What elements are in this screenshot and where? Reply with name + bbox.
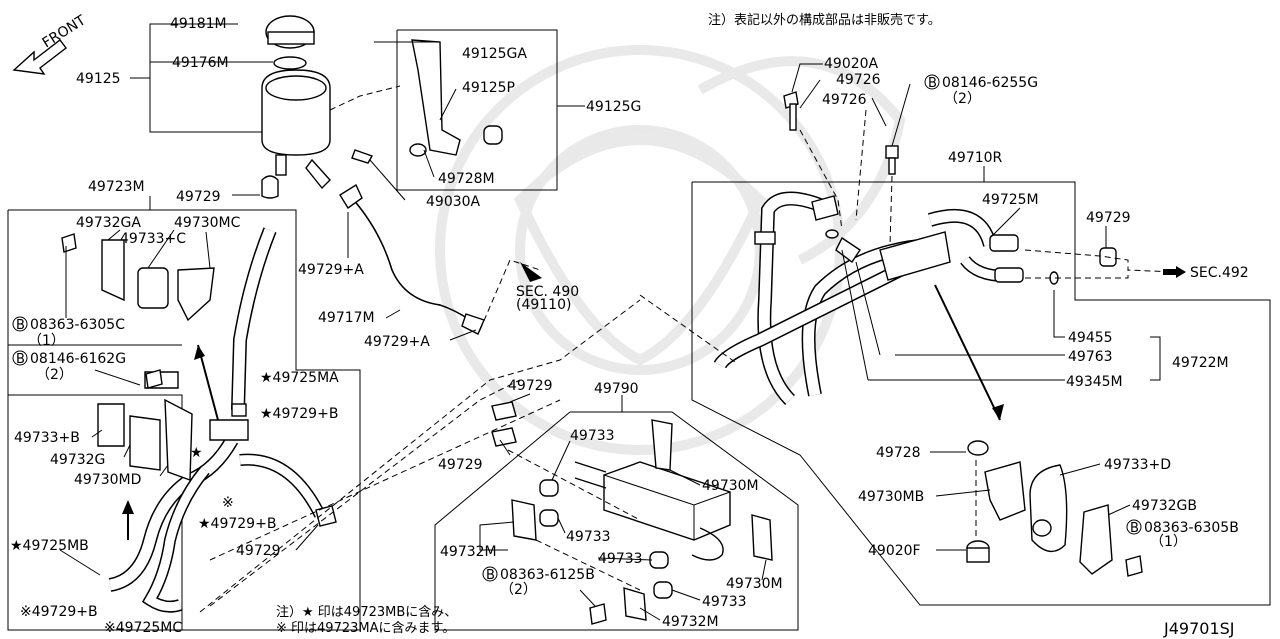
leader-lines [59,23,1186,621]
label-49181M: 49181M [170,16,227,32]
footnote-line-1: 注）★ 印は49723MBに含み、 [276,604,457,620]
label-49732G: 49732G [50,452,105,468]
kome-mark: ※ [222,495,234,511]
label-49729-b: 49729 [236,543,281,559]
right-small-parts [61,91,1143,625]
label-49733-4: 49733 [702,594,747,610]
label-49730M-1: 49730M [702,478,759,494]
label-49729-a: 49729 [176,189,221,205]
label-sec-490-sub: (49110) [516,297,571,313]
bolt-mark-icon: B [928,76,937,91]
label-49726-2: 49726 [822,92,867,108]
label-49725M: 49725M [982,192,1039,208]
footnote-line-2: ※ 印は49723MAに含みます。 [276,620,455,636]
label-49728: 49728 [876,445,921,461]
bolt-08146-6162G: B 08146-6162G （2） [12,350,126,383]
bolt-08146-6255G: B 08146-6255G （2） [924,74,1038,107]
hose-49717M [339,183,485,335]
label-08363-6125B: 08363-6125B [500,567,595,583]
label-49730MB: 49730MB [858,489,924,505]
reservoir-group [261,15,331,199]
label-49725MC: ※49725MC [104,620,182,636]
label-49125G: 49125G [586,99,641,115]
label-08146-6255G: 08146-6255G [942,75,1038,91]
label-49125GA: 49125GA [462,46,527,62]
label-sec-492: SEC.492 [1190,265,1249,281]
callout-labels: 注）表記以外の構成部品は非販売です。 49181M 49176M 49125 4… [10,12,1249,638]
label-49020A: 49020A [824,56,879,72]
label-49723M: 49723M [88,179,145,195]
label-08146-6162G: 08146-6162G [30,351,126,367]
label-49733C: 49733+C [120,231,186,247]
star-mark: ★ [190,445,203,461]
oil-cooler-49790 [315,401,773,621]
label-49732GB: 49732GB [1132,498,1197,514]
label-49710R: 49710R [948,150,1003,166]
bolt-mark-icon: B [1130,521,1139,536]
qty-08363-6305B: （1） [1150,534,1187,550]
label-49728M: 49728M [438,171,495,187]
label-49729A-2: 49729+A [364,334,430,350]
label-49726-1: 49726 [836,72,881,88]
label-49733-2: 49733 [566,529,611,545]
label-49717M: 49717M [318,310,375,326]
label-49732M-2: 49732M [662,614,719,630]
label-49345M: 49345M [1066,374,1123,390]
bolt-mark-icon: B [486,568,495,583]
bolt-08363-6305B: B 08363-6305B （1） [1126,519,1239,550]
bolt-mark-icon: B [16,352,25,367]
label-49729B-2: ★49729+B [198,516,276,532]
label-49733B: 49733+B [14,430,80,446]
frame-lines [7,29,1271,631]
label-49790: 49790 [594,381,639,397]
label-49729A-1: 49729+A [298,262,364,278]
bolt-08363-6305C: B 08363-6305C （1） [12,316,125,349]
label-49125: 49125 [76,71,121,87]
label-49733-1: 49733 [570,428,615,444]
label-49725MA: ★49725MA [260,370,339,386]
label-49732GA: 49732GA [76,215,141,231]
label-49729-e: 49729 [1086,210,1131,226]
tube-49710R [713,191,1117,405]
left-brackets [97,239,215,481]
label-49732M-1: 49732M [440,544,497,560]
label-08363-6305C: 08363-6305C [30,317,125,333]
label-49020F: 49020F [868,543,921,559]
label-08363-6305B: 08363-6305B [1144,520,1239,536]
front-arrow: FRONT [12,12,89,75]
label-49763: 49763 [1068,349,1113,365]
label-49733-3: 49733 [598,551,643,567]
label-49176M: 49176M [172,55,229,71]
label-49729B-1: ★49729+B [260,406,338,422]
diagram-code: J49701SJ [1163,619,1235,638]
header-note: 注）表記以外の構成部品は非販売です。 [708,12,941,28]
label-49730MD: 49730MD [74,472,141,488]
bolt-mark-icon: B [16,318,25,333]
bolt-08363-6125B: B 08363-6125B （2） [482,566,595,598]
qty-08146-6162G: （2） [36,367,73,383]
label-49730M-2: 49730M [726,576,783,592]
label-49725MB: ★49725MB [10,538,89,554]
hose-49723M [108,227,326,613]
label-49030A: 49030A [426,194,481,210]
label-49729B-3: ※49729+B [20,604,98,620]
label-sec-490: SEC. 490 [516,284,579,300]
bracket-49125G [351,39,503,164]
qty-08363-6305C: （1） [28,333,65,349]
label-49125P: 49125P [462,80,515,96]
label-49730MC: 49730MC [174,215,241,231]
label-49455: 49455 [1068,330,1113,346]
qty-08363-6125B: （2） [500,582,537,598]
label-49722M: 49722M [1172,355,1229,371]
qty-08146-6255G: （2） [944,91,981,107]
label-49733D: 49733+D [1104,457,1171,473]
label-49729-c: 49729 [508,378,553,394]
label-49729-d: 49729 [438,457,483,473]
